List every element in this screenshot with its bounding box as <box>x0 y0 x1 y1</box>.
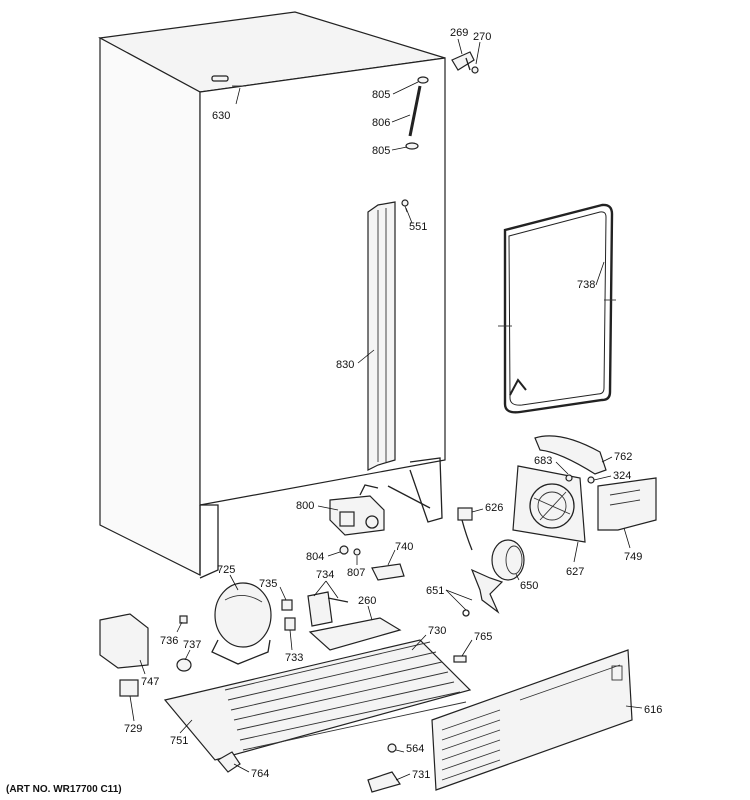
condenser-730 <box>163 639 472 761</box>
callout-735: 735 <box>259 578 277 590</box>
cover-749 <box>597 477 657 531</box>
callout-738: 738 <box>577 279 595 291</box>
bracket-731 <box>367 771 401 793</box>
bracket-734 <box>307 591 349 627</box>
callout-737: 737 <box>183 639 201 651</box>
callout-730: 730 <box>428 625 446 637</box>
part-729 <box>119 679 139 697</box>
part-740 <box>371 563 405 581</box>
art-number: (ART NO. WR17700 C11) <box>6 784 122 795</box>
callout-650: 650 <box>520 580 538 592</box>
callout-807: 807 <box>347 567 365 579</box>
heater-loop-738 <box>498 203 616 414</box>
thermostat-626 <box>457 507 473 551</box>
drain-pan-260 <box>308 617 402 651</box>
part-765 <box>453 655 467 663</box>
callout-762: 762 <box>614 451 632 463</box>
mullion-830 <box>367 201 396 471</box>
callout-740: 740 <box>395 541 413 553</box>
callout-630: 630 <box>212 110 230 122</box>
callout-731: 731 <box>412 769 430 781</box>
callout-733: 733 <box>285 652 303 664</box>
grommet-737 <box>176 658 192 672</box>
compressor-725 <box>211 582 272 665</box>
callout-551: 551 <box>409 221 427 233</box>
callout-749: 749 <box>624 551 642 563</box>
callout-labels: 269 270 630 805 806 805 551 738 830 762 … <box>6 27 662 795</box>
part-807 <box>353 548 361 556</box>
callout-800: 800 <box>296 500 314 512</box>
callout-751: 751 <box>170 735 188 747</box>
callout-324: 324 <box>613 470 631 482</box>
callout-806: 806 <box>372 117 390 129</box>
callout-830: 830 <box>336 359 354 371</box>
grille-616 <box>431 649 633 791</box>
callout-804: 804 <box>306 551 324 563</box>
fan-blade-651 <box>462 568 504 617</box>
bracket-747 <box>99 613 149 669</box>
tube-806 <box>405 76 429 150</box>
callout-765: 765 <box>474 631 492 643</box>
callout-269: 269 <box>450 27 468 39</box>
water-valve-800 <box>329 484 385 536</box>
callout-626: 626 <box>485 502 503 514</box>
callout-747: 747 <box>141 676 159 688</box>
fan-motor-650 <box>491 539 525 581</box>
callout-734: 734 <box>316 569 334 581</box>
hinge-269 <box>451 51 479 74</box>
fan-housing-627 <box>512 465 595 543</box>
part-736 <box>179 615 188 624</box>
callout-683: 683 <box>534 455 552 467</box>
screw-564 <box>387 743 397 753</box>
relay-735 <box>281 599 293 611</box>
callout-764: 764 <box>251 768 269 780</box>
callout-736: 736 <box>160 635 178 647</box>
callout-725: 725 <box>217 564 235 576</box>
callout-260: 260 <box>358 595 376 607</box>
callout-805a: 805 <box>372 89 390 101</box>
callout-627: 627 <box>566 566 584 578</box>
callout-729: 729 <box>124 723 142 735</box>
callout-616: 616 <box>644 704 662 716</box>
callout-270: 270 <box>473 31 491 43</box>
callout-651: 651 <box>426 585 444 597</box>
duct-762 <box>534 435 607 475</box>
callout-805b: 805 <box>372 145 390 157</box>
part-804 <box>339 545 349 555</box>
leader-lines <box>129 38 643 781</box>
callout-564: 564 <box>406 743 424 755</box>
overload-733 <box>284 617 296 631</box>
part-764 <box>217 751 241 773</box>
